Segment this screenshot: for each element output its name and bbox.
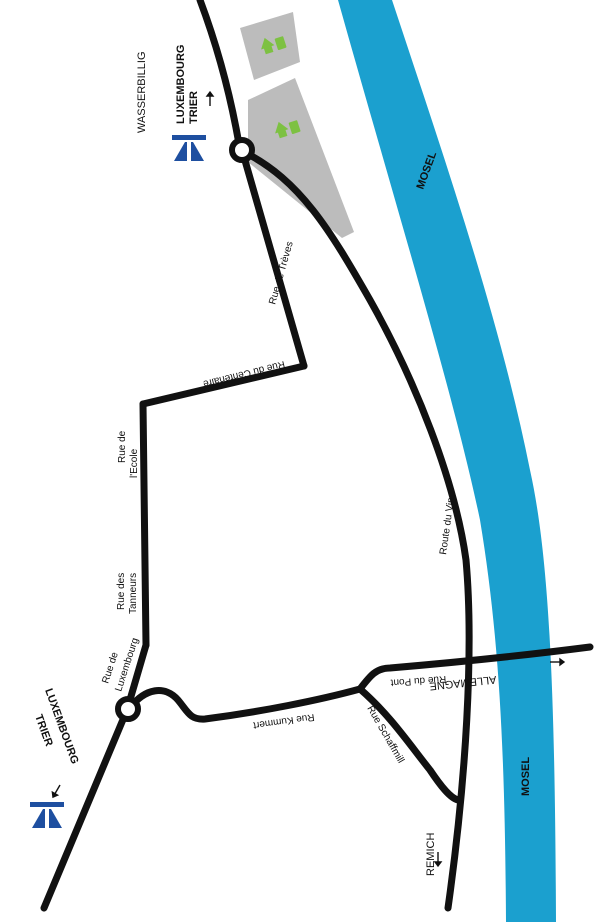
motorway-label-south-line2: TRIER — [32, 713, 55, 748]
street-label-rue-de-lecole-line2: l'Ecole — [129, 448, 140, 478]
road-rue-du-centenaire — [139, 362, 308, 408]
arrow-icon — [550, 657, 566, 667]
road-network — [40, 0, 594, 912]
river-label-lower: MOSEL — [520, 757, 532, 796]
house-marker-icon — [275, 120, 301, 139]
road-rue-de-treves — [238, 146, 308, 370]
arrow-icon — [433, 852, 443, 868]
motorway-sign-icon — [172, 135, 206, 161]
street-label-rue-des-tanneurs-line1: Rue des — [116, 573, 127, 610]
street-label-rue-du-pont: Rue du Pont — [390, 673, 446, 688]
town-label-north: WASSERBILLIG — [136, 51, 148, 133]
road-rue-du-pont — [356, 643, 594, 693]
road-rue-de-lecole — [139, 400, 150, 649]
street-label-route-du-vin: Route du Vin — [438, 497, 457, 556]
road-motorway-north — [196, 0, 244, 154]
motorway-label-north-line1: LUXEMBOURG — [175, 45, 187, 124]
street-label-rue-de-lecole-line1: Rue de — [117, 430, 128, 463]
river-mosel — [338, 0, 556, 922]
road-motorway-south — [40, 706, 131, 912]
roundabout-south — [115, 696, 141, 722]
roundabout-north — [229, 137, 255, 163]
motorway-label-north-line2: TRIER — [188, 91, 200, 124]
road-rue-schaffmill — [356, 685, 462, 804]
road-route-du-vin — [240, 148, 473, 912]
house-marker-icon — [261, 36, 287, 55]
arrow-icon — [51, 784, 61, 799]
building-area-south — [248, 78, 354, 238]
arrow-icon — [205, 90, 215, 106]
town-label-south: REMICH — [425, 833, 437, 876]
road-rue-kummert — [126, 685, 364, 723]
street-label-rue-des-tanneurs-line2: Tanneurs — [128, 573, 139, 614]
motorway-sign-icon — [30, 802, 64, 828]
